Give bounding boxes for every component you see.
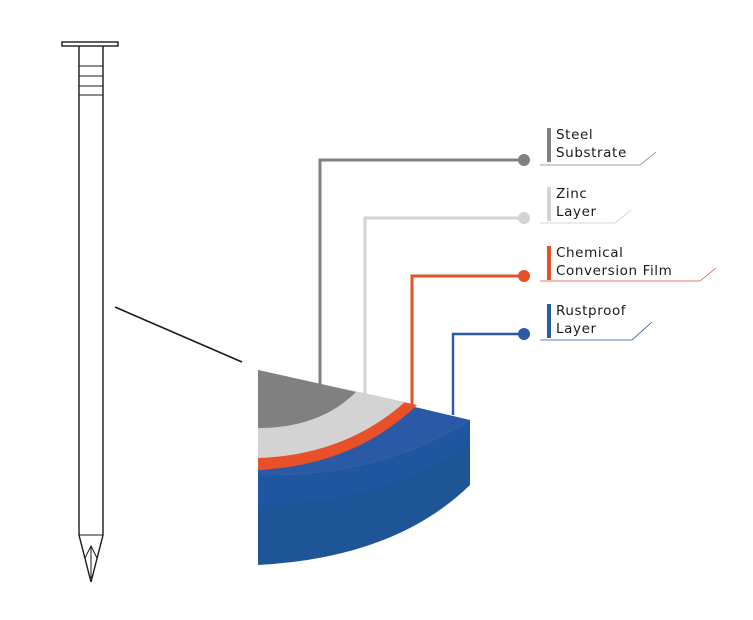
- label-line: Conversion Film: [556, 263, 673, 279]
- rustproof-shadow-band: [258, 420, 470, 505]
- label-color-bar: [547, 246, 551, 280]
- leader-lines: [318, 158, 523, 415]
- leader-line-steel: [318, 158, 523, 385]
- underline-chemical: [540, 267, 717, 282]
- leader-line-rustproof: [451, 332, 523, 415]
- label-line: Zinc: [556, 186, 588, 202]
- label-line: Layer: [556, 204, 597, 220]
- label-rustproof-layer: Rustproof Layer: [547, 302, 627, 338]
- steel-substrate-surface: [258, 370, 356, 428]
- cross-section-wedge: [258, 370, 470, 565]
- marker-dot-chemical: [518, 270, 530, 282]
- label-line: Steel: [556, 127, 594, 143]
- marker-dot-rustproof: [518, 328, 530, 340]
- label-color-bar: [547, 128, 551, 162]
- label-color-bar: [547, 187, 551, 221]
- underline-zinc: [540, 209, 632, 224]
- label-line: Substrate: [556, 145, 627, 161]
- marker-dot-zinc: [518, 212, 530, 224]
- leader-line-zinc: [363, 216, 523, 395]
- marker-dot-steel: [518, 154, 530, 166]
- nail-shank: [78, 46, 104, 583]
- label-underlines: [540, 151, 717, 341]
- label-chemical-conversion-film: Chemical Conversion Film: [547, 244, 673, 280]
- underline-steel: [540, 151, 657, 166]
- label-zinc-layer: Zinc Layer: [547, 185, 597, 221]
- label-color-bar: [547, 304, 551, 338]
- label-steel-substrate: Steel Substrate: [547, 126, 627, 162]
- nail-head: [61, 41, 119, 47]
- label-line: Chemical: [556, 245, 624, 261]
- leader-line-chemical: [410, 274, 523, 405]
- underline-rustproof: [540, 321, 653, 341]
- label-line: Layer: [556, 321, 597, 337]
- label-line: Rustproof: [556, 303, 627, 319]
- nail-illustration: [61, 41, 119, 583]
- zoom-connector-line: [114, 306, 243, 363]
